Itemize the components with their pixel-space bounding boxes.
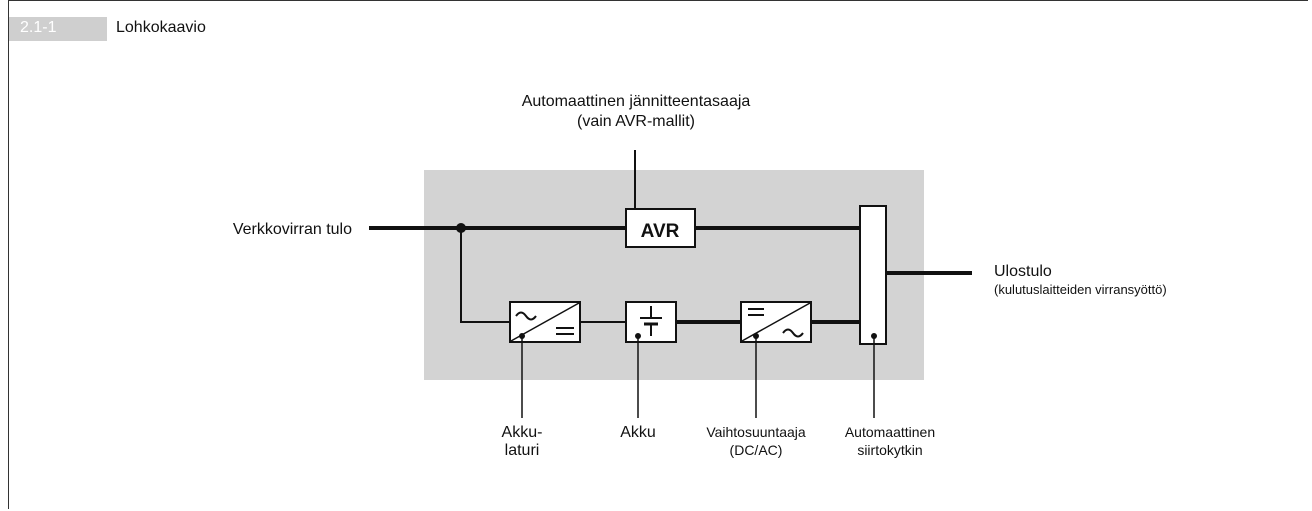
ups-panel — [424, 170, 924, 380]
charger-feed-line — [460, 228, 510, 323]
switch-label-line2: siirtokytkin — [857, 442, 922, 458]
switch-label-line1: Automaattinen — [845, 424, 935, 440]
transfer-switch-block — [859, 205, 887, 345]
figure-number-tag — [9, 17, 107, 41]
figure-number: 2.1-1 — [20, 19, 57, 36]
input-label: Verkkovirran tulo — [233, 221, 352, 238]
sine-icon-inverter — [782, 328, 804, 338]
battery-label: Akku — [620, 424, 656, 441]
figure-frame — [8, 0, 1308, 509]
avr-block-label: AVR — [641, 221, 680, 242]
avr-caption-line2: (vain AVR-mallit) — [577, 113, 695, 130]
inverter-label-line1: Vaihtosuuntaaja — [706, 424, 806, 440]
figure-title: Lohkokaavio — [116, 19, 206, 36]
output-sublabel: (kulutuslaitteiden virransyöttö) — [994, 282, 1167, 297]
inverter-label-line2: (DC/AC) — [730, 442, 783, 458]
sine-icon — [515, 311, 537, 321]
avr-block — [625, 208, 696, 248]
avr-caption-line1: Automaattinen jännitteentasaaja — [522, 93, 751, 110]
charger-label-line2: laturi — [505, 442, 540, 459]
output-label: Ulostulo — [994, 263, 1052, 280]
charger-label-line1: Akku- — [502, 424, 543, 441]
